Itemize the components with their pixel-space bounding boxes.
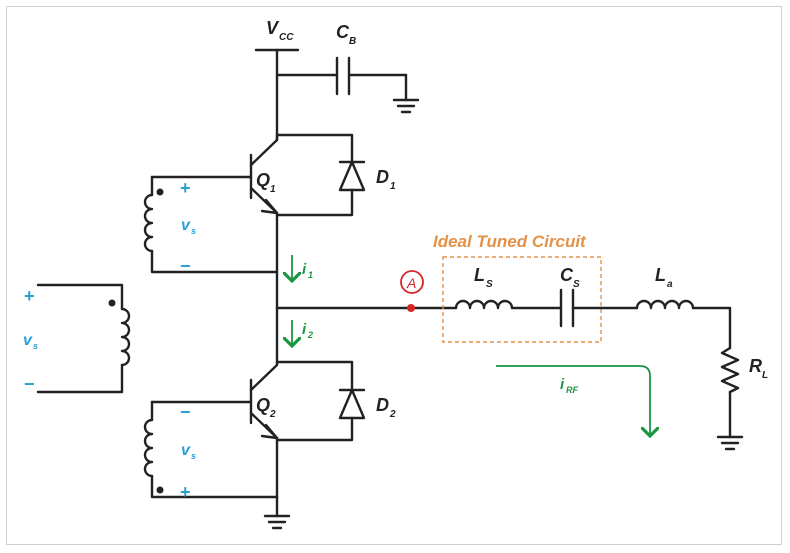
lower-plus-sign: + xyxy=(180,482,191,502)
vcc-terminal xyxy=(254,48,300,142)
transistor-q2 xyxy=(150,353,279,440)
primary-vs-subscript: s xyxy=(33,341,38,351)
i2-label: i xyxy=(302,321,307,338)
i2-subscript: 2 xyxy=(307,330,313,340)
i1-subscript: 1 xyxy=(308,270,313,280)
rl-label: R xyxy=(749,356,762,376)
lower-vs-label: v xyxy=(181,442,191,459)
resistor-rl xyxy=(720,346,740,439)
q2-subscript: 2 xyxy=(269,409,276,420)
primary-plus-sign: + xyxy=(24,286,35,306)
rl-subscript: L xyxy=(762,370,768,381)
diode-d2 xyxy=(275,360,366,442)
upper-minus-sign: − xyxy=(180,256,191,276)
irf-arrow xyxy=(496,365,650,436)
lower-transformer-winding xyxy=(143,400,279,518)
primary-minus-sign: − xyxy=(24,374,35,394)
q2-label: Q xyxy=(256,395,270,415)
d1-subscript: 1 xyxy=(390,181,396,192)
irf-label: i xyxy=(560,376,565,393)
upper-vs-label: v xyxy=(181,217,191,234)
midpoint-wire xyxy=(275,211,458,357)
d2-label: D xyxy=(376,395,389,415)
cs-label: C xyxy=(560,265,574,285)
node-a-circle xyxy=(400,270,424,294)
node-a-label: A xyxy=(406,275,416,291)
diagram-frame xyxy=(6,6,782,545)
d1-label: D xyxy=(376,167,389,187)
diode-d1 xyxy=(275,133,366,217)
i1-label: i xyxy=(302,261,307,278)
node-a-dot xyxy=(407,304,415,312)
cb-subscript: B xyxy=(349,36,356,47)
upper-vs-subscript: s xyxy=(191,226,196,236)
inductor-la xyxy=(635,299,732,350)
upper-transformer-winding xyxy=(143,175,279,274)
cs-subscript: S xyxy=(573,279,580,290)
q1-subscript: 1 xyxy=(270,184,276,195)
tuned-circuit-title: Ideal Tuned Circuit xyxy=(433,232,587,251)
irf-subscript: RF xyxy=(566,385,578,395)
ground-symbol-rl xyxy=(716,435,744,451)
primary-transformer-winding xyxy=(36,283,131,394)
ground-symbol-cb xyxy=(392,98,420,114)
d2-subscript: 2 xyxy=(389,409,396,420)
inductor-ls xyxy=(454,299,563,310)
lower-vs-subscript: s xyxy=(191,451,196,461)
tuned-circuit-box xyxy=(442,256,602,343)
upper-plus-sign: + xyxy=(180,178,191,198)
vcc-subscript: CC xyxy=(279,32,294,43)
ls-label: L xyxy=(474,265,485,285)
lower-minus-sign: − xyxy=(180,402,191,422)
capacitor-cb xyxy=(275,56,408,102)
ls-subscript: S xyxy=(486,279,493,290)
cb-label: C xyxy=(336,22,350,42)
ground-symbol-bottom xyxy=(263,514,291,530)
capacitor-cs xyxy=(559,288,639,328)
q1-label: Q xyxy=(256,170,270,190)
la-subscript: a xyxy=(667,279,673,290)
primary-vs-label: v xyxy=(23,332,33,349)
la-label: L xyxy=(655,265,666,285)
vcc-label: V xyxy=(266,18,280,38)
